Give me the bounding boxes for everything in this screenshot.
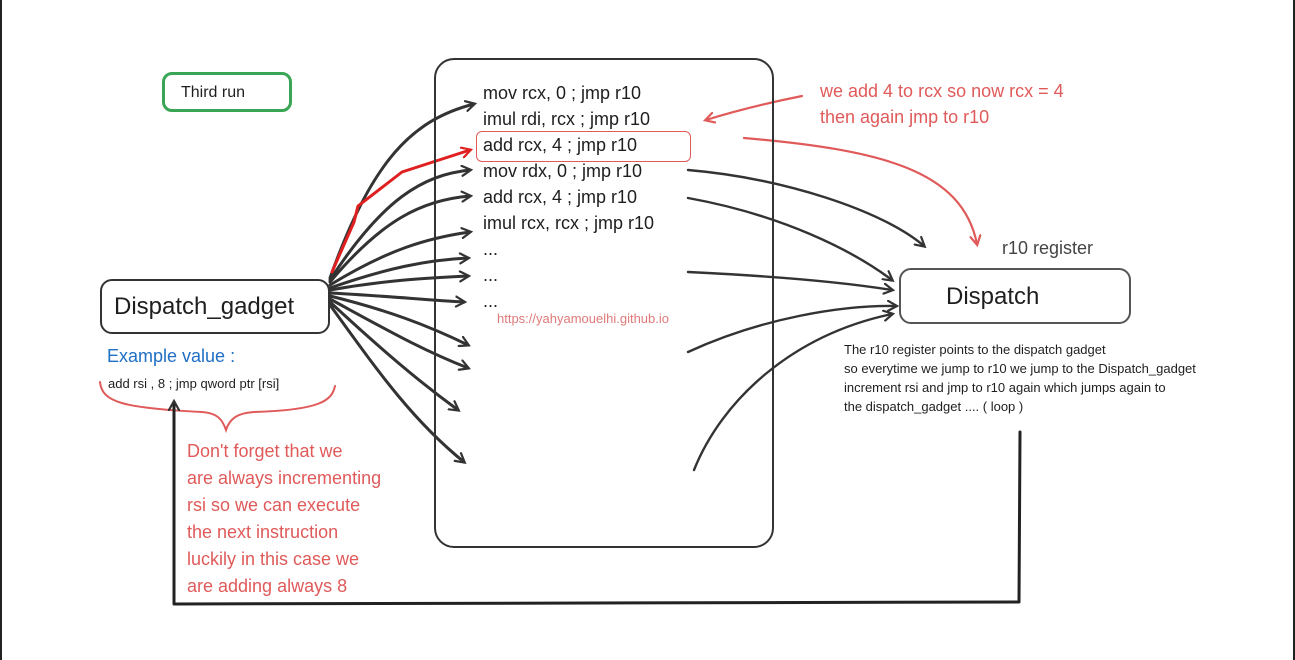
instruction-line: ... [483,291,499,311]
note-top-line: then again jmp to r10 [820,107,990,127]
dispatch-description: The r10 register points to the dispatch … [844,340,1196,416]
example-code: add rsi , 8 ; jmp qword ptr [rsi] [108,376,280,391]
arrow-to-slot-4 [328,303,464,462]
note-bottom-line: Don't forget that we [187,441,343,461]
dispatch-gadget-box: Dispatch_gadget [100,279,330,334]
arrow-to-dots-3 [328,291,464,302]
dispatch-description-line: The r10 register points to the dispatch … [844,342,1106,357]
instruction-line: imul rcx, rcx ; jmp r10 [483,213,655,233]
arrow-to-dots-1 [328,258,468,290]
note-top: we add 4 to rcx so now rcx = 4 then agai… [820,78,1064,130]
return-arrows [686,168,924,472]
instruction-line: add rcx, 4 ; jmp r10 [483,135,638,155]
note-arrow-to-r10 [742,136,977,244]
watermark-url: https://yahyamouelhi.github.io [497,311,669,326]
instruction-line: add rcx, 4 ; jmp r10 [483,187,638,207]
highlight-arrow-red [330,150,470,274]
note-bottom-line: luckily in this case we [187,549,360,569]
note-top-line: we add 4 to rcx so now rcx = 4 [820,81,1064,101]
arrow-instr-to-dispatch-2 [686,196,892,280]
dispatch-description-line: so everytime we jump to r10 we jump to t… [844,361,1196,376]
note-bottom-line: rsi so we can execute [187,495,361,515]
r10-register-label: r10 register [1002,238,1094,258]
highlighted-instruction-frame [476,131,691,162]
arrow-instr-to-dispatch-3 [686,270,892,290]
arrow-instr-to-dispatch-5 [692,314,892,472]
instruction-list: mov rcx, 0 ; jmp r10 imul rdi, rcx ; jmp… [483,80,654,314]
arrow-to-slot-2 [328,297,468,368]
loop-back-arrow [174,402,1022,606]
dispatch-description-line: increment rsi and jmp to r10 again which… [844,380,1166,395]
instruction-box [434,58,774,548]
example-heading: Example value : [107,346,236,366]
gadget-fan-arrows [328,104,474,462]
third-run-box: Third run [162,72,292,112]
instruction-line: ... [483,239,499,259]
note-bottom-line: are always incrementing [187,468,382,488]
instruction-line: mov rcx, 0 ; jmp r10 [483,83,642,103]
arrow-to-instr-5 [328,196,470,284]
dispatch-description-line: the dispatch_gadget .... ( loop ) [844,399,1024,414]
note-bottom-line: are adding always 8 [187,576,348,596]
arrow-instr-to-dispatch-1 [686,168,924,246]
instruction-line: imul rdi, rcx ; jmp r10 [483,109,651,129]
dispatch-label: Dispatch [946,283,1040,310]
arrow-to-instr-6 [328,232,470,287]
dispatch-gadget-label: Dispatch_gadget [114,293,295,320]
note-bottom: Don't forget that we are always incremen… [187,438,381,600]
note-arrow-to-highlight [706,94,804,120]
instruction-line: ... [483,265,499,285]
third-run-label: Third run [181,84,246,101]
arrow-to-slot-3 [328,300,458,410]
instruction-line: mov rdx, 0 ; jmp r10 [483,161,643,181]
example-brace [99,381,336,434]
arrow-instr-to-dispatch-4 [686,306,896,354]
arrow-to-instr-4 [328,170,470,282]
dispatch-box: Dispatch [899,268,1131,324]
note-bottom-line: the next instruction [187,522,339,542]
arrow-to-dots-2 [328,276,468,292]
arrow-to-slot-1 [328,294,468,345]
